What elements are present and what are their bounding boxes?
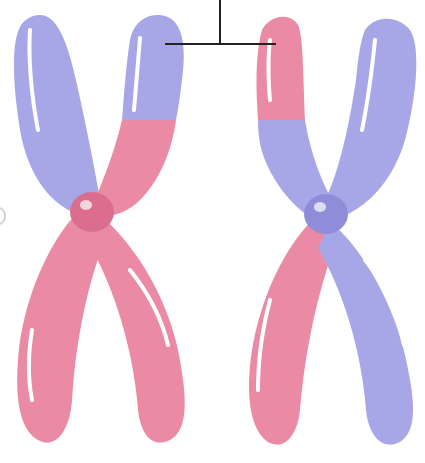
left-chromosome-upper-left-arm <box>13 15 101 215</box>
right-chromosome-lower-right-arm <box>318 222 414 445</box>
right-chromosome <box>248 16 417 445</box>
right-chromosome-lower-right-arm-highlight <box>363 258 406 347</box>
right-chromosome-upper-left-arm-highlight <box>266 38 272 102</box>
edge-partial-circle <box>0 207 6 225</box>
right-chromosome-centromere-shine <box>314 202 326 212</box>
left-chromosome-centromere-shine <box>80 200 92 210</box>
left-chromosome <box>13 15 185 443</box>
pointer-bracket <box>165 0 276 45</box>
left-chromosome-lower-left-arm <box>17 212 105 443</box>
right-chromosome-lower-left-arm <box>248 218 335 445</box>
right-chromosome-upper-left-arm-pink-tip <box>256 16 305 120</box>
right-chromosome-upper-right-arm <box>325 18 417 218</box>
left-chromosome-upper-right-arm-blue-tip <box>122 15 184 120</box>
right-chromosome-centromere <box>304 194 348 234</box>
left-chromosome-lower-right-arm <box>90 215 185 443</box>
left-chromosome-upper-right-arm-pink <box>95 120 176 216</box>
left-chromosome-upper-left-arm-highlight <box>27 28 40 132</box>
left-chromosome-lower-left-arm-highlight <box>27 328 34 402</box>
left-chromosome-lower-right-arm-highlight <box>128 268 170 347</box>
left-chromosome-upper-right-arm-highlight <box>132 36 142 112</box>
left-chromosome-centromere <box>70 192 114 232</box>
right-chromosome-lower-left-arm-highlight <box>256 298 272 392</box>
right-chromosome-upper-right-arm-highlight <box>360 38 377 132</box>
